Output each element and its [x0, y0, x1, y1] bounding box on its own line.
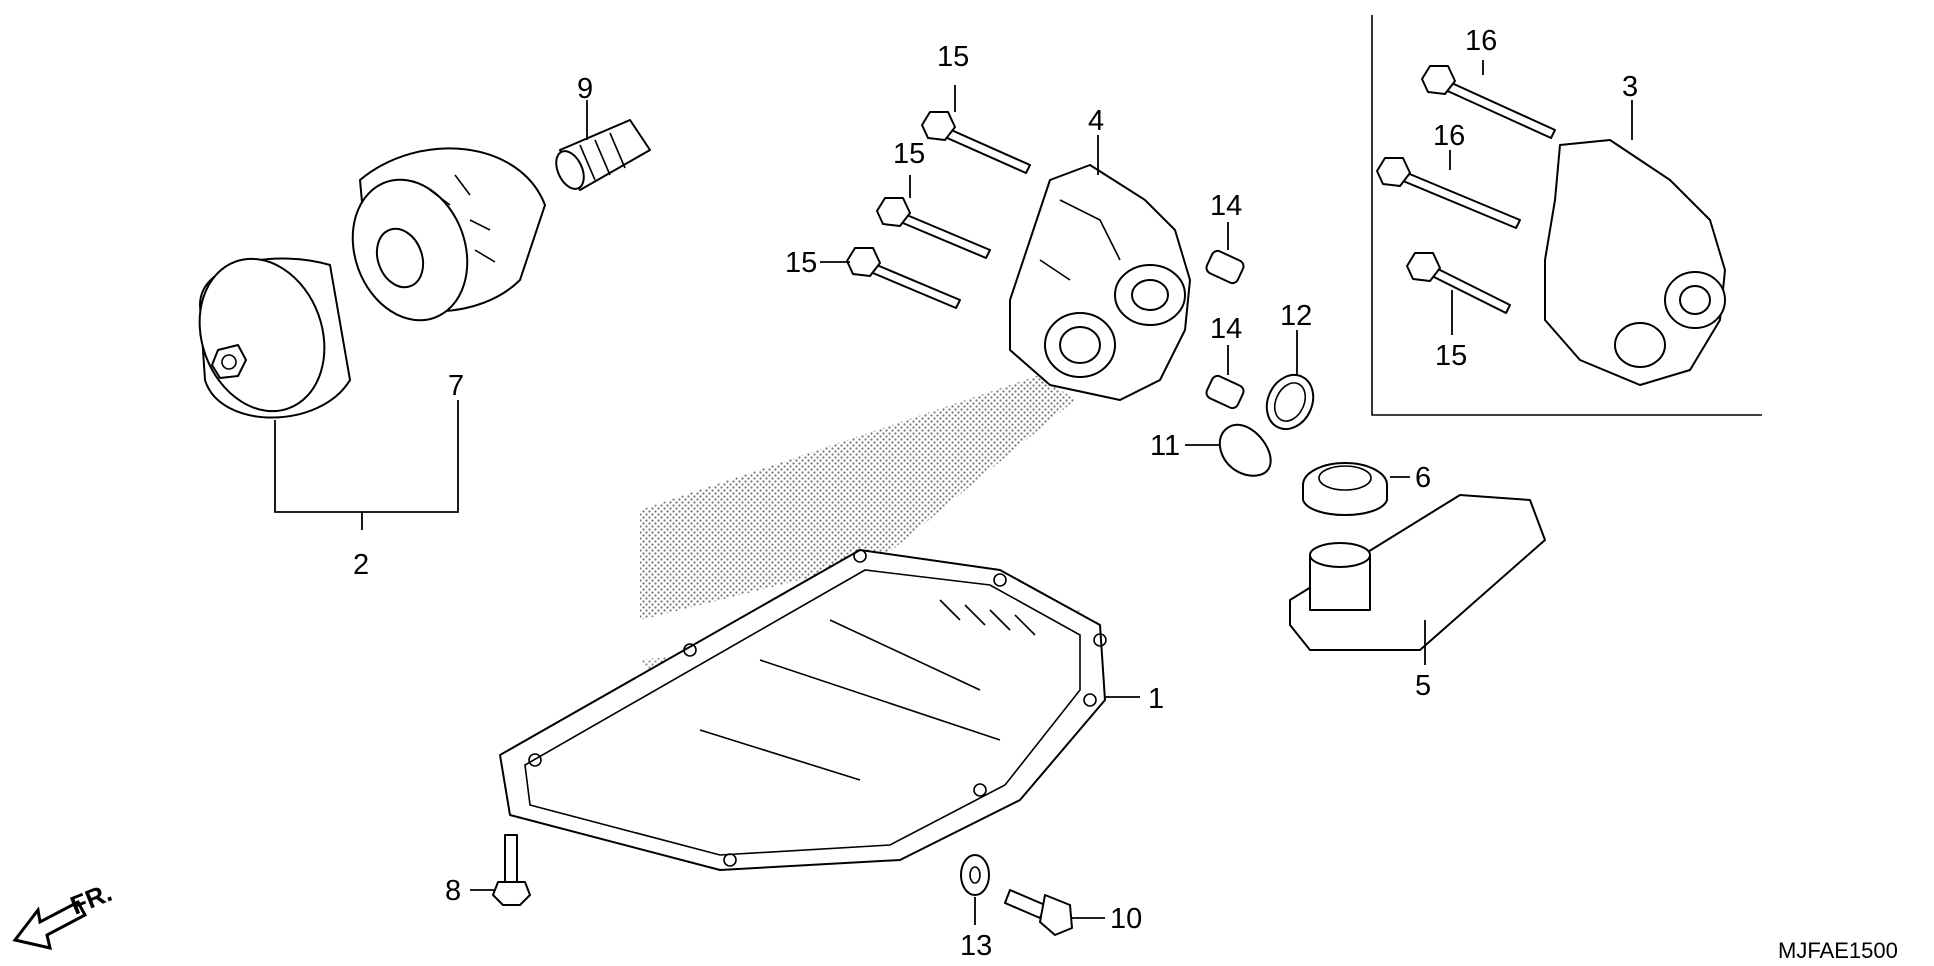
oil-pump-part [1009, 164, 1191, 401]
callout-9: 9 [577, 73, 593, 105]
callout-7: 7 [448, 370, 464, 402]
callout-3: 3 [1622, 71, 1638, 103]
callout-15c: 15 [785, 247, 817, 279]
callout-10: 10 [1110, 903, 1142, 935]
diagram-code: MJFAE1500 [1778, 938, 1898, 963]
inset-oil-pump-part [1544, 139, 1726, 386]
callout-5: 5 [1415, 670, 1431, 702]
pump-bolts-part [846, 111, 1031, 309]
oil-filter-stud-part [555, 119, 651, 191]
callout-4: 4 [1088, 105, 1104, 137]
callout-15b: 15 [893, 138, 925, 170]
front-direction-arrow-icon: FR. [12, 877, 116, 950]
dowel-pins-part [1205, 249, 1245, 410]
callout-13: 13 [960, 930, 992, 962]
pump-gasket-part [1218, 423, 1272, 477]
callout-8: 8 [445, 875, 461, 907]
inset-pump-bolts-part [1376, 65, 1556, 314]
callout-14a: 14 [1210, 190, 1242, 222]
callout-labels: 1 2 3 4 5 6 7 8 9 10 11 12 13 14 14 15 1… [353, 25, 1638, 962]
oil-filter-part [351, 147, 546, 322]
strainer-seal-part [1302, 462, 1388, 516]
leader-lines [274, 60, 1633, 925]
drain-washer-part [960, 854, 990, 896]
drain-bolt-part [1004, 889, 1073, 936]
inset-frame [1371, 15, 1762, 416]
oil-strainer-part [1289, 494, 1546, 651]
callout-6: 6 [1415, 462, 1431, 494]
callout-16b: 16 [1433, 120, 1465, 152]
callout-15a: 15 [937, 41, 969, 73]
callout-12: 12 [1280, 300, 1312, 332]
oil-pan-part [499, 549, 1107, 871]
oil-filter-cap-part [198, 257, 351, 419]
o-ring-part [1265, 373, 1315, 431]
callout-1: 1 [1148, 683, 1164, 715]
callout-11: 11 [1150, 430, 1180, 462]
callout-2: 2 [353, 549, 369, 581]
pan-bolt-part [492, 834, 531, 906]
callout-16a: 16 [1465, 25, 1497, 57]
callout-14b: 14 [1210, 313, 1242, 345]
callout-15d: 15 [1435, 340, 1467, 372]
